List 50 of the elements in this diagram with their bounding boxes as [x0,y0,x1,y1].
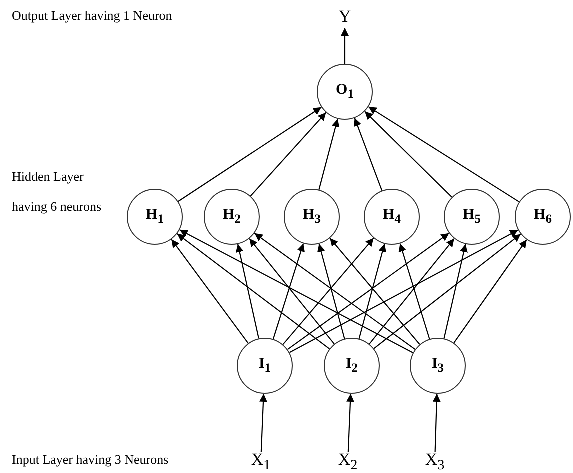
neuron-label: H$_{1}$ [146,207,164,227]
variable-label: X$_{1}$ [251,450,271,473]
neuron-label: O$_{1}$ [336,82,354,102]
neuron-label: I$_{3}$ [432,356,444,376]
neuron-label: I$_{1}$ [258,356,272,376]
arrow [250,112,327,197]
neuron-label: H$_{3}$ [303,207,321,227]
neuron-label: H$_{5}$ [463,207,481,227]
arrow [368,106,520,203]
neuron-label: H$_{6}$ [534,207,552,227]
arrow [180,230,414,354]
neuron-label: I$_{2}$ [346,356,358,376]
arrow [317,244,346,340]
arrow [287,232,450,350]
neuron-circle [444,189,500,245]
arrow [432,394,441,452]
arrow [374,234,522,350]
arrow [249,238,335,345]
arrow [330,238,420,345]
variable-label: X$_{2}$ [338,450,358,473]
neuron-circle [204,189,260,245]
layer-label: Hidden Layer [12,169,84,185]
variable-label: X$_{3}$ [425,450,445,473]
arrow [364,111,452,198]
arrow [171,239,249,344]
arrow [398,244,430,340]
neuron-label: H$_{4}$ [383,207,401,227]
neuron-label: H$_{2}$ [223,207,241,227]
layer-label: having 6 neurons [12,199,102,215]
arrow [260,394,268,452]
arrow [346,394,354,452]
arrow [236,244,260,339]
layer-label: Output Layer having 1 Neuron [12,8,172,24]
arrow [289,230,519,354]
arrow [177,233,330,350]
arrow [254,232,416,350]
arrow [444,244,468,339]
variable-label: Y [338,7,352,27]
arrow [282,238,374,346]
arrow [358,244,387,340]
arrow [178,106,322,202]
arrow [341,28,349,64]
layer-label: Input Layer having 3 Neurons [12,452,169,468]
arrow [369,238,455,345]
arrow [318,118,340,190]
arrow [354,118,383,191]
arrow [272,244,305,340]
neuron-circle [324,338,380,394]
arrow [454,240,528,344]
neuron-circle [317,64,373,120]
